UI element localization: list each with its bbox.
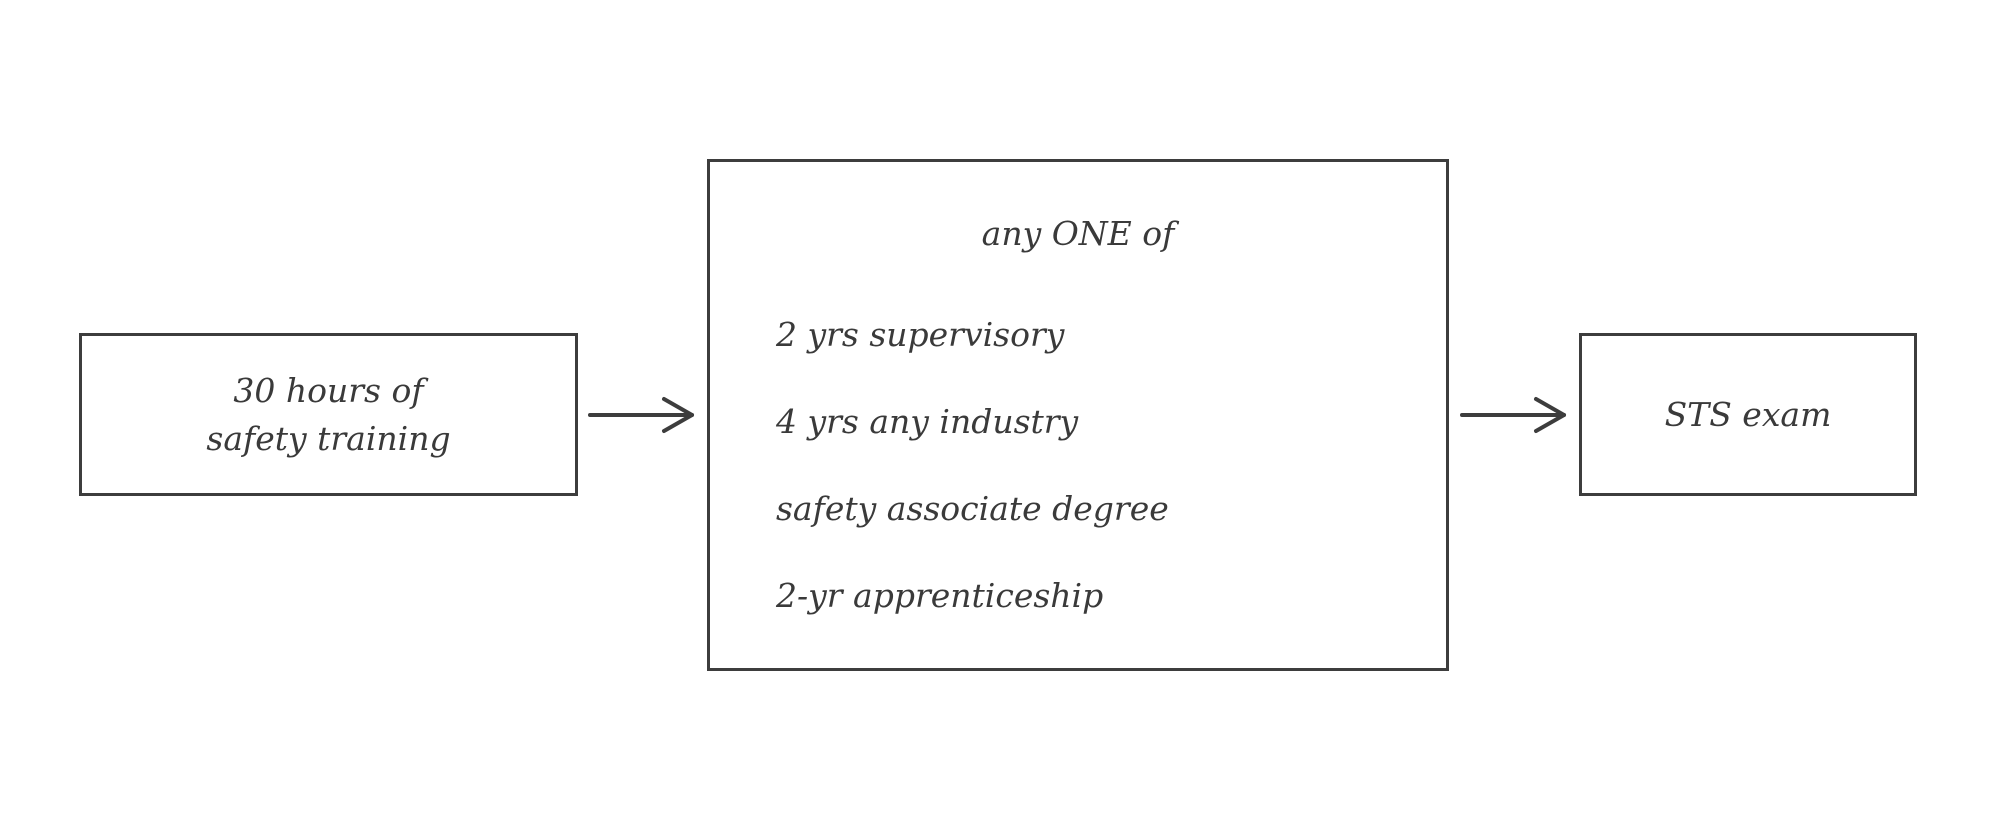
option-associate-degree: safety associate degree: [776, 489, 1169, 528]
option-apprenticeship: 2-yr apprenticeship: [776, 576, 1104, 615]
arrow-to-exam: [1460, 397, 1566, 433]
exam-box: STS exam: [1579, 333, 1917, 496]
option-supervisory: 2 yrs supervisory: [776, 315, 1065, 354]
experience-options-box: any ONE of 2 yrs supervisory 4 yrs any i…: [707, 159, 1449, 671]
training-requirement-line-2: safety training: [206, 418, 451, 458]
training-requirement-line-1: 30 hours of: [233, 370, 424, 410]
options-heading: any ONE of: [981, 214, 1175, 253]
option-any-industry: 4 yrs any industry: [776, 402, 1079, 441]
training-requirement-box: 30 hours of safety training: [79, 333, 578, 496]
exam-label: STS exam: [1664, 394, 1832, 434]
arrow-to-options: [588, 397, 694, 433]
